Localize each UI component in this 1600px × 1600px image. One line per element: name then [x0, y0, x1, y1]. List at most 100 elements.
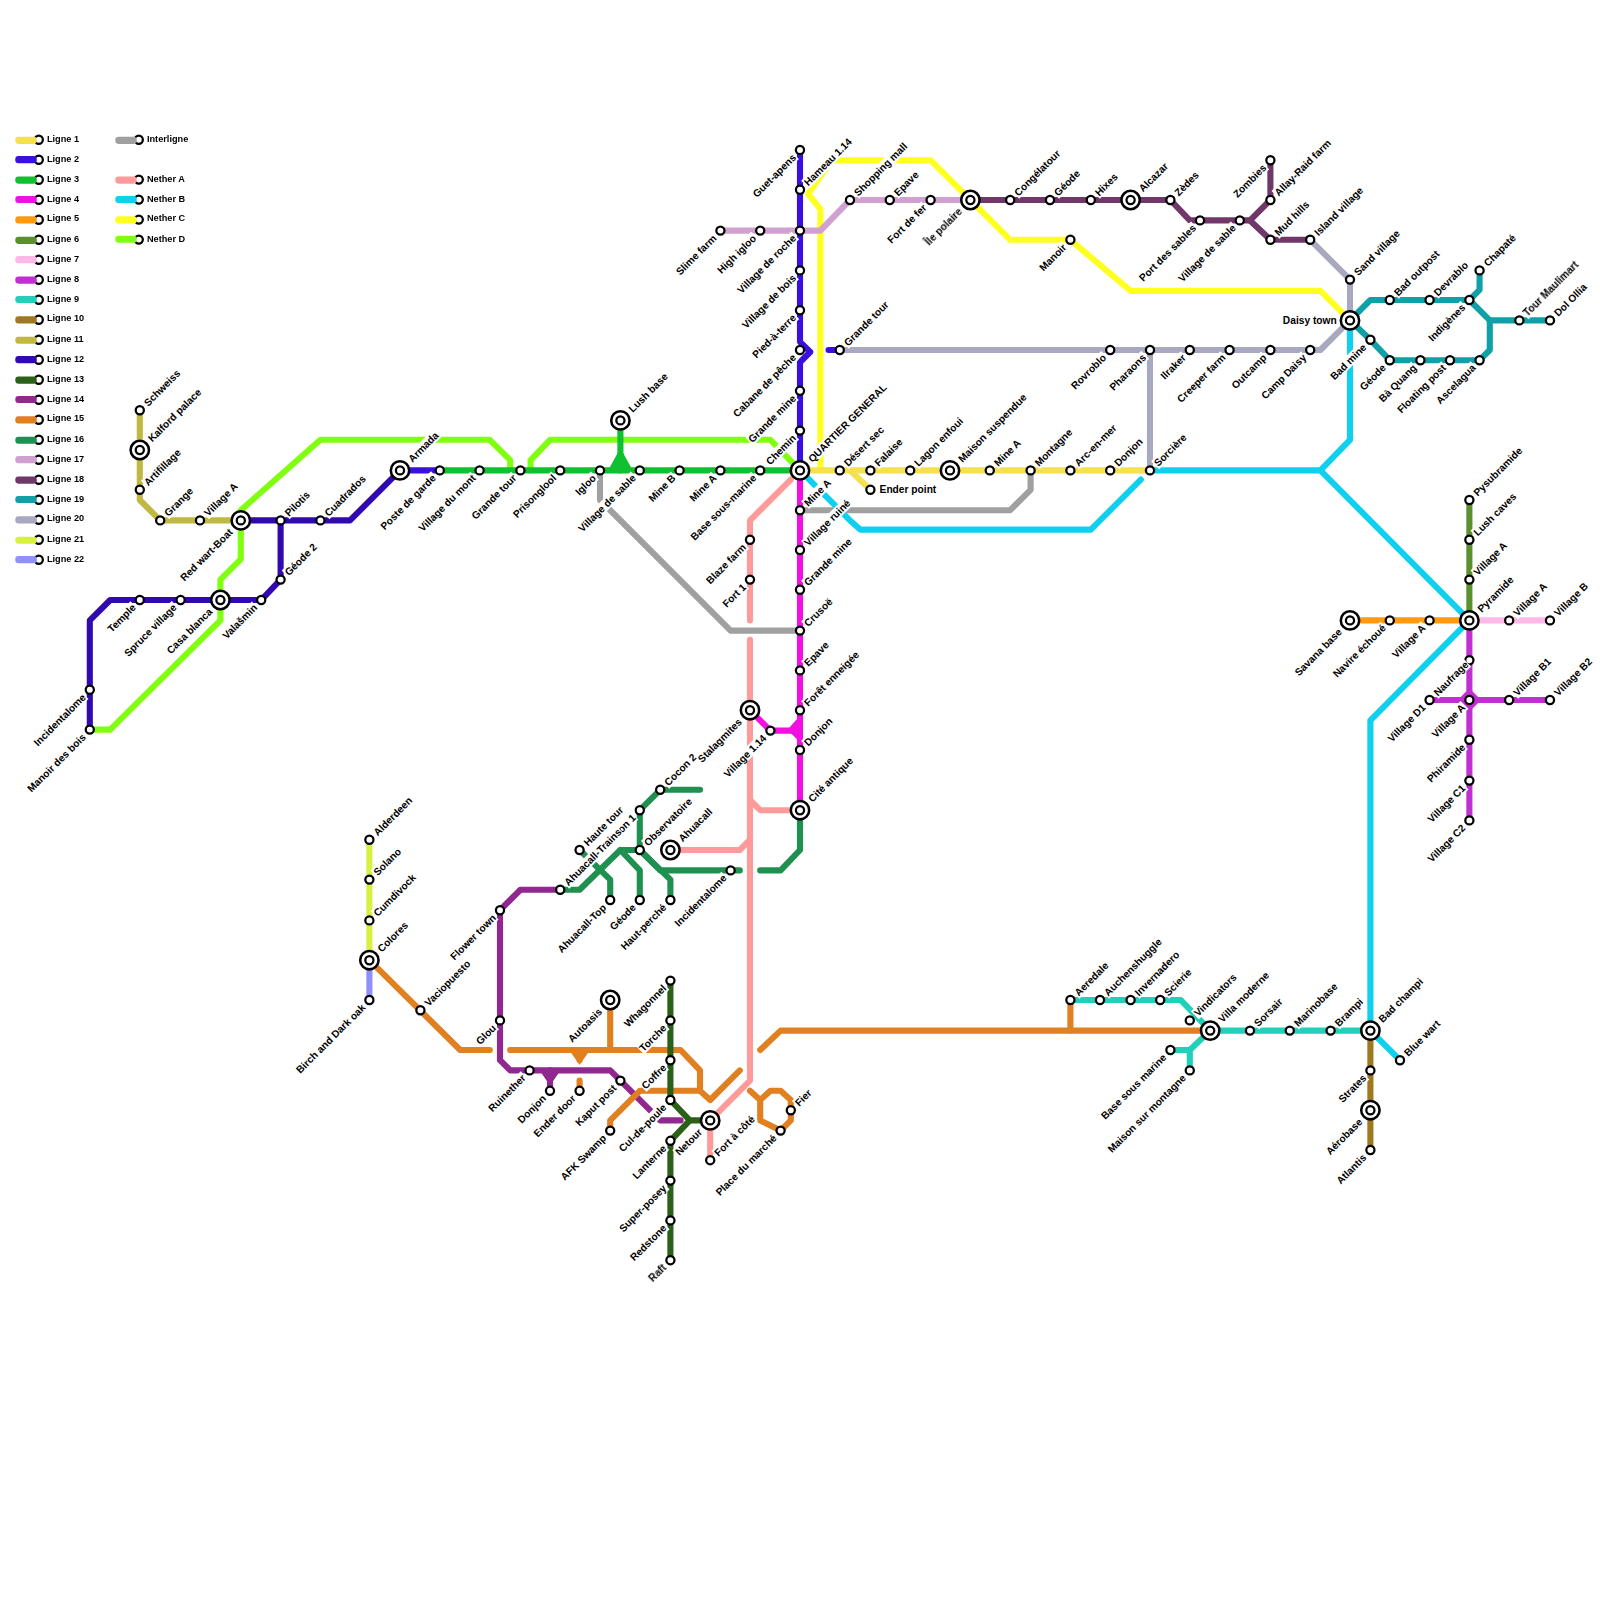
interchange-ring: [1341, 611, 1359, 629]
legend-label: Ligne 7: [46, 255, 80, 265]
station-dot: [1446, 356, 1454, 364]
station-dot: [796, 666, 804, 674]
station-name: Grande tour: [841, 298, 892, 349]
metro-line: [760, 810, 800, 870]
station-dot: [1186, 346, 1194, 354]
station-name: Blaze farm: [703, 541, 749, 587]
station-dot: [1425, 616, 1433, 624]
interchange-ring: [791, 461, 809, 479]
metro-line: [1367, 1031, 1373, 1150]
legend-dots: [35, 136, 143, 564]
station-dot: [796, 427, 804, 435]
station-name: Ender point: [879, 484, 938, 495]
legend-label: Ligne 9: [46, 295, 80, 305]
station-dot: [676, 466, 684, 474]
station-dot: [596, 466, 604, 474]
station-dot: [1306, 236, 1314, 244]
station-dot: [706, 1156, 714, 1164]
legend-swatch: [15, 456, 36, 463]
station-name: Glou: [473, 1022, 499, 1048]
station-dot: [1096, 996, 1104, 1004]
legend-swatch: [15, 436, 36, 443]
station-name: Géode 2: [282, 541, 320, 579]
station-dot: [136, 446, 144, 454]
station-name: Pysubramide: [1471, 444, 1526, 499]
legend-swatch: [15, 336, 36, 343]
legend-swatch: [15, 416, 36, 423]
station-dot: [1306, 346, 1314, 354]
station-name: Guet-apens: [750, 151, 799, 200]
station-dot: [866, 486, 874, 494]
station-dot: [796, 546, 804, 554]
station-dot: [886, 196, 894, 204]
station-name: Devrablo: [1431, 259, 1471, 299]
station-name: Allay-Raid farm: [1272, 137, 1334, 199]
station-dot: [516, 466, 524, 474]
station-dot: [1066, 996, 1074, 1004]
station-dot: [1286, 1027, 1294, 1035]
legend-label: Ligne 16: [46, 435, 85, 445]
station-dot: [666, 1016, 674, 1024]
station-name: Sorsair: [1251, 995, 1285, 1029]
station-dot: [746, 536, 754, 544]
station-name: Mud hills: [1272, 198, 1313, 239]
station-dot: [1465, 616, 1473, 624]
station-dot: [1465, 296, 1473, 304]
station-name: Flower town: [447, 911, 498, 962]
legend-swatch: [15, 396, 36, 403]
station-dot: [666, 1177, 674, 1185]
station-dot: [136, 596, 144, 604]
station-dot: [1087, 196, 1095, 204]
station-dot: [966, 196, 974, 204]
station-dot: [636, 466, 644, 474]
station-dot: [846, 196, 854, 204]
legend-swatch: [15, 176, 36, 183]
station-dot: [1146, 346, 1154, 354]
station-dot: [606, 996, 614, 1004]
legend-label: Ligne 6: [46, 235, 80, 245]
station-dot: [1156, 996, 1164, 1004]
station-dot: [766, 727, 774, 735]
station-dot: [796, 306, 804, 314]
station-dot: [777, 1127, 785, 1135]
station-dot: [196, 516, 204, 524]
station-dot: [746, 576, 754, 584]
station-dot: [796, 466, 804, 474]
station-dot: [556, 886, 564, 894]
station-dot: [706, 1116, 714, 1124]
station-name: Aérobase: [1323, 1115, 1365, 1157]
station-dot: [1386, 296, 1394, 304]
legend-swatch: [115, 216, 136, 223]
station-dot: [1386, 616, 1394, 624]
station-dot: [1465, 696, 1473, 704]
legend-label: Ligne 13: [46, 375, 85, 385]
station-dot: [1146, 466, 1154, 474]
station-dot: [1386, 356, 1394, 364]
interchange-ring: [1361, 1101, 1379, 1119]
station-dot: [237, 516, 245, 524]
station-dot: [436, 466, 444, 474]
legend-label: Ligne 8: [46, 275, 80, 285]
station-dot: [1226, 346, 1234, 354]
station-name: Maison suspendue: [955, 391, 1029, 465]
station-dot: [796, 227, 804, 235]
legend-swatch: [15, 296, 36, 303]
station-dot: [1266, 236, 1274, 244]
station-dot: [927, 196, 935, 204]
station-name: Coffre: [639, 1061, 670, 1092]
station-name: Pyramide: [1475, 573, 1517, 615]
legend-label: Ligne 18: [46, 475, 85, 485]
station-name: Lanterne: [629, 1142, 669, 1182]
station-dot: [1366, 1027, 1374, 1035]
station-dot: [1266, 156, 1274, 164]
station-dot: [796, 146, 804, 154]
station-dot: [666, 977, 674, 985]
metro-line: [241, 470, 400, 520]
legend-label: Ligne 12: [46, 355, 85, 365]
station-dot: [277, 576, 285, 584]
metro-line: [1466, 500, 1472, 620]
station-name: Temple: [105, 601, 139, 635]
station-name: Grange: [161, 485, 196, 520]
station-dot: [606, 1127, 614, 1135]
station-dot: [1546, 616, 1554, 624]
